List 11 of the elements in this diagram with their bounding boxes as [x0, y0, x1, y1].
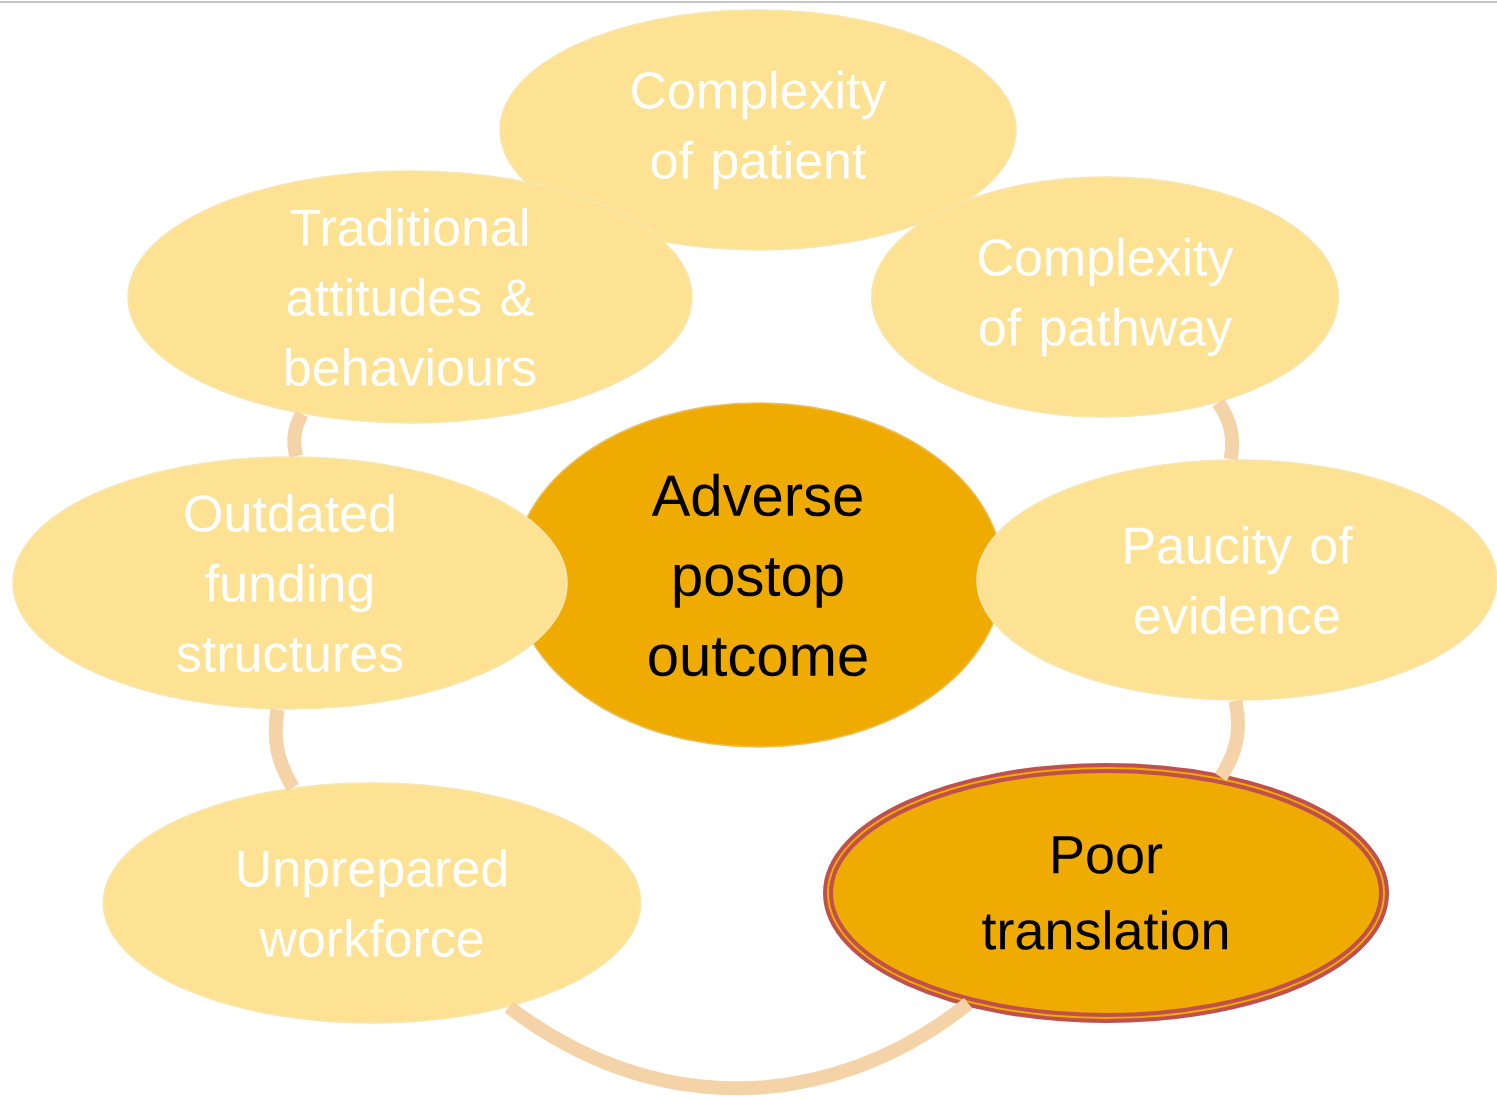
ring-connector	[504, 997, 973, 1096]
ellipse-node: Unprepared workforce	[102, 782, 642, 1024]
ellipse-node: Complexity of pathway	[870, 176, 1340, 418]
ellipse-node: Poor translation	[823, 763, 1389, 1023]
ring-connector	[268, 708, 300, 792]
ellipse-node: Adverse postop outcome	[512, 402, 1004, 748]
ellipse-node: Paucity of evidence	[976, 459, 1497, 701]
ring-connector	[1212, 398, 1240, 461]
ring-connector	[1214, 699, 1245, 781]
ellipse-node: Outdated funding structures	[12, 456, 568, 710]
ring-connector	[287, 410, 308, 458]
